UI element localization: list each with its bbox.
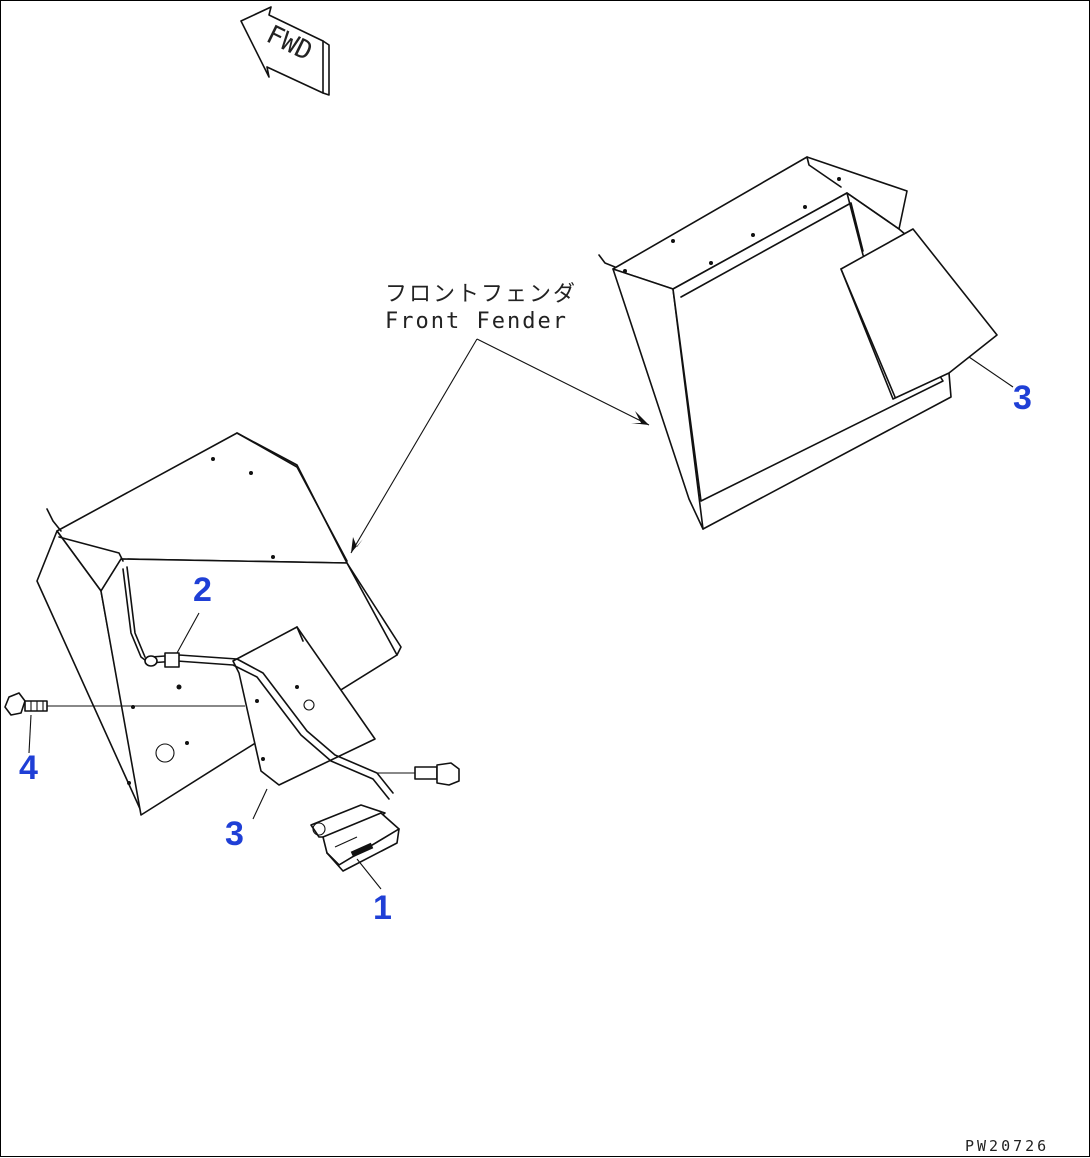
drawing-code: PW20726: [965, 1137, 1049, 1155]
right-front-fender: [598, 156, 998, 530]
callout-3-right: 3: [1013, 379, 1032, 417]
fwd-arrow-icon: FWD: [240, 6, 330, 96]
grommet-icon: [164, 652, 180, 668]
annotation-leaders: [350, 338, 650, 554]
bolt-4-icon: [4, 692, 245, 716]
callout-4: 4: [19, 749, 38, 787]
harness-wire: [144, 652, 394, 800]
callout-2: 2: [193, 571, 212, 609]
left-front-fender: [36, 432, 402, 816]
front-fender-label-en: Front Fender: [385, 309, 568, 334]
side-lamp-icon: [310, 804, 400, 872]
callout-1: 1: [373, 889, 392, 927]
callout-3-left: 3: [225, 815, 244, 853]
bolt-lamp-icon: [377, 762, 460, 786]
front-fender-label-jp: フロントフェンダ: [385, 282, 577, 307]
